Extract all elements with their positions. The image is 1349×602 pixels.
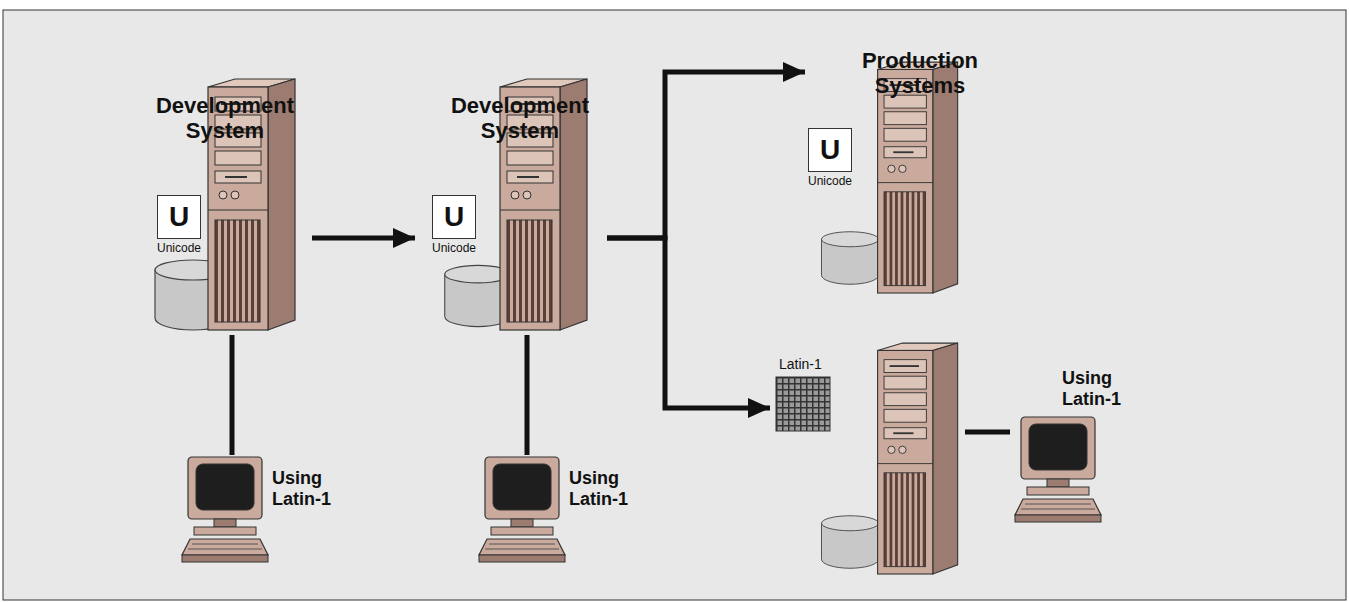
connector-arrow <box>607 72 805 238</box>
terminal-node: Using Latin-1 <box>480 455 645 560</box>
terminal-icon <box>479 457 565 562</box>
terminal-label: Using Latin-1 <box>569 468 639 510</box>
charset-caption: Latin-1 <box>779 356 822 372</box>
system-title: Production Systems <box>845 48 995 98</box>
terminal-label: Using Latin-1 <box>1062 368 1132 410</box>
terminal-label: Using Latin-1 <box>272 468 342 510</box>
disk-icon <box>822 232 879 285</box>
terminal-icon <box>1015 417 1101 522</box>
panel <box>3 10 1346 600</box>
server-node: Latin-1 <box>770 330 965 585</box>
terminal-node: Using Latin-1 <box>185 455 345 560</box>
server-node: Development SystemU Unicode <box>138 88 312 335</box>
unicode-icon: U <box>432 195 476 239</box>
connector-arrow <box>312 236 415 241</box>
charset-grid <box>776 377 830 431</box>
terminal-icon <box>182 457 268 562</box>
charset-caption: Unicode <box>432 241 476 255</box>
connector-line <box>525 335 530 455</box>
charset-caption: Unicode <box>157 241 201 255</box>
charset-caption: Unicode <box>808 174 852 188</box>
server-node: Production SystemsU Unicode <box>805 45 997 300</box>
server-tower <box>878 343 958 574</box>
system-title: Development System <box>435 93 605 143</box>
terminal-node: Using Latin-1 <box>1010 365 1135 525</box>
unicode-icon: U <box>808 128 852 172</box>
disk-icon <box>822 516 879 569</box>
connector-line <box>965 430 1010 435</box>
server-node: Development SystemU Unicode <box>415 88 607 335</box>
connector-arrow <box>607 238 770 408</box>
unicode-icon: U <box>157 195 201 239</box>
system-title: Development System <box>140 93 310 143</box>
connector-line <box>230 335 235 455</box>
